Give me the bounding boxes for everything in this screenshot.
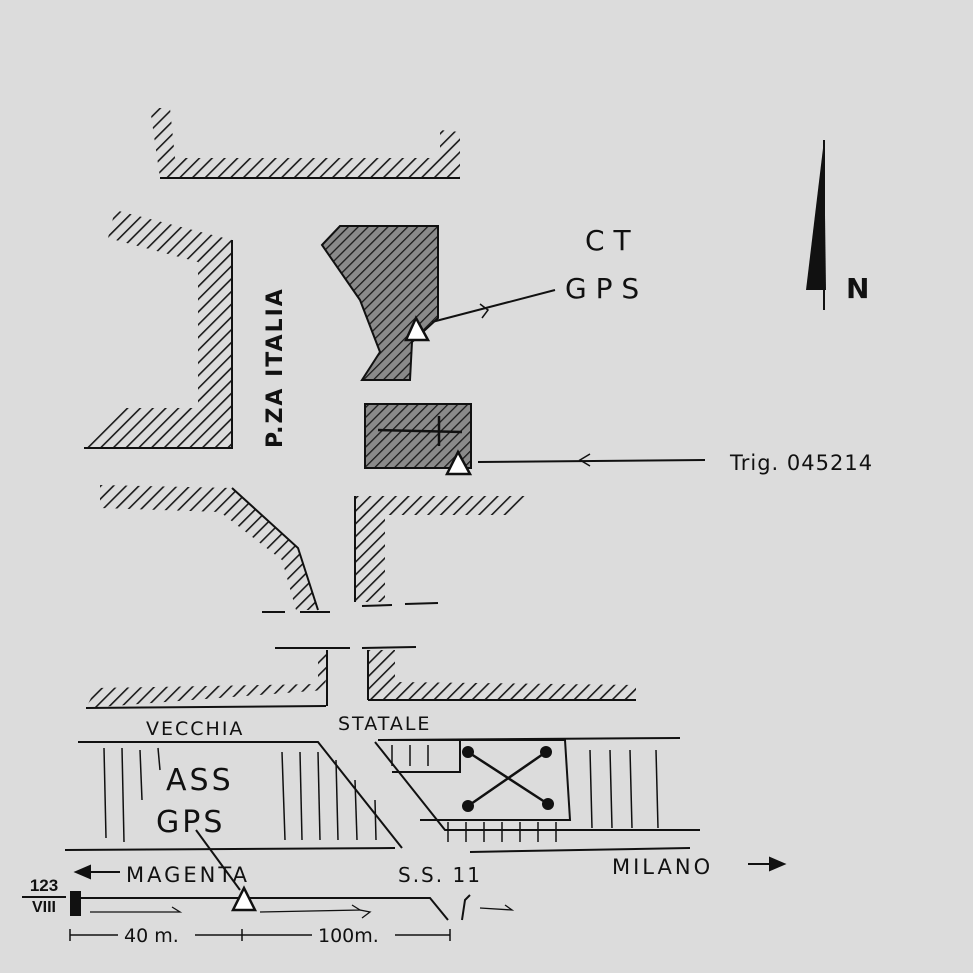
building-left-lower: [100, 485, 318, 610]
building-left-upper: [84, 210, 232, 448]
ct-label: C T: [585, 224, 631, 257]
building-top: [150, 108, 460, 178]
magenta-label: MAGENTA: [126, 863, 250, 887]
gps-ass-marker: [230, 885, 258, 912]
scale-40-label: 40 m.: [124, 925, 179, 947]
field-lines: [103, 745, 659, 843]
antenna-site: [390, 739, 572, 821]
ass-label: ASS: [166, 763, 234, 798]
building-right-lower: [355, 496, 525, 602]
ss11-label: S.S. 11: [398, 863, 482, 887]
milano-label: MILANO: [612, 855, 713, 879]
plate-number-roman: VIII: [31, 899, 56, 916]
piazza-italia-label: P.ZA ITALIA: [263, 287, 288, 448]
building-trig: [364, 403, 472, 469]
north-label: N: [846, 272, 869, 305]
gps-bottom-label: GPS: [156, 805, 225, 840]
trig-label: Trig. 045214: [729, 451, 873, 475]
gps-ct-marker: [404, 315, 431, 342]
statale-label: STATALE: [338, 713, 431, 735]
building-ct: [320, 225, 439, 381]
plate-marker: [70, 891, 81, 916]
gps-top-label: G P S: [565, 272, 639, 305]
map-break-lines: [262, 602, 439, 649]
direction-ticks: [90, 904, 515, 919]
scale-100-label: 100m.: [318, 925, 379, 947]
vecchia-label: VECCHIA: [146, 718, 244, 740]
road-arrows: [73, 856, 787, 880]
building-vecchia-left: [86, 652, 328, 708]
trig-marker: [444, 449, 473, 476]
building-vecchia-right: [368, 650, 636, 700]
plate-number: 123 VIII: [22, 876, 66, 918]
north-arrow: [806, 140, 826, 310]
scale-bar: [69, 929, 451, 941]
plate-number-top: 123: [22, 876, 66, 898]
